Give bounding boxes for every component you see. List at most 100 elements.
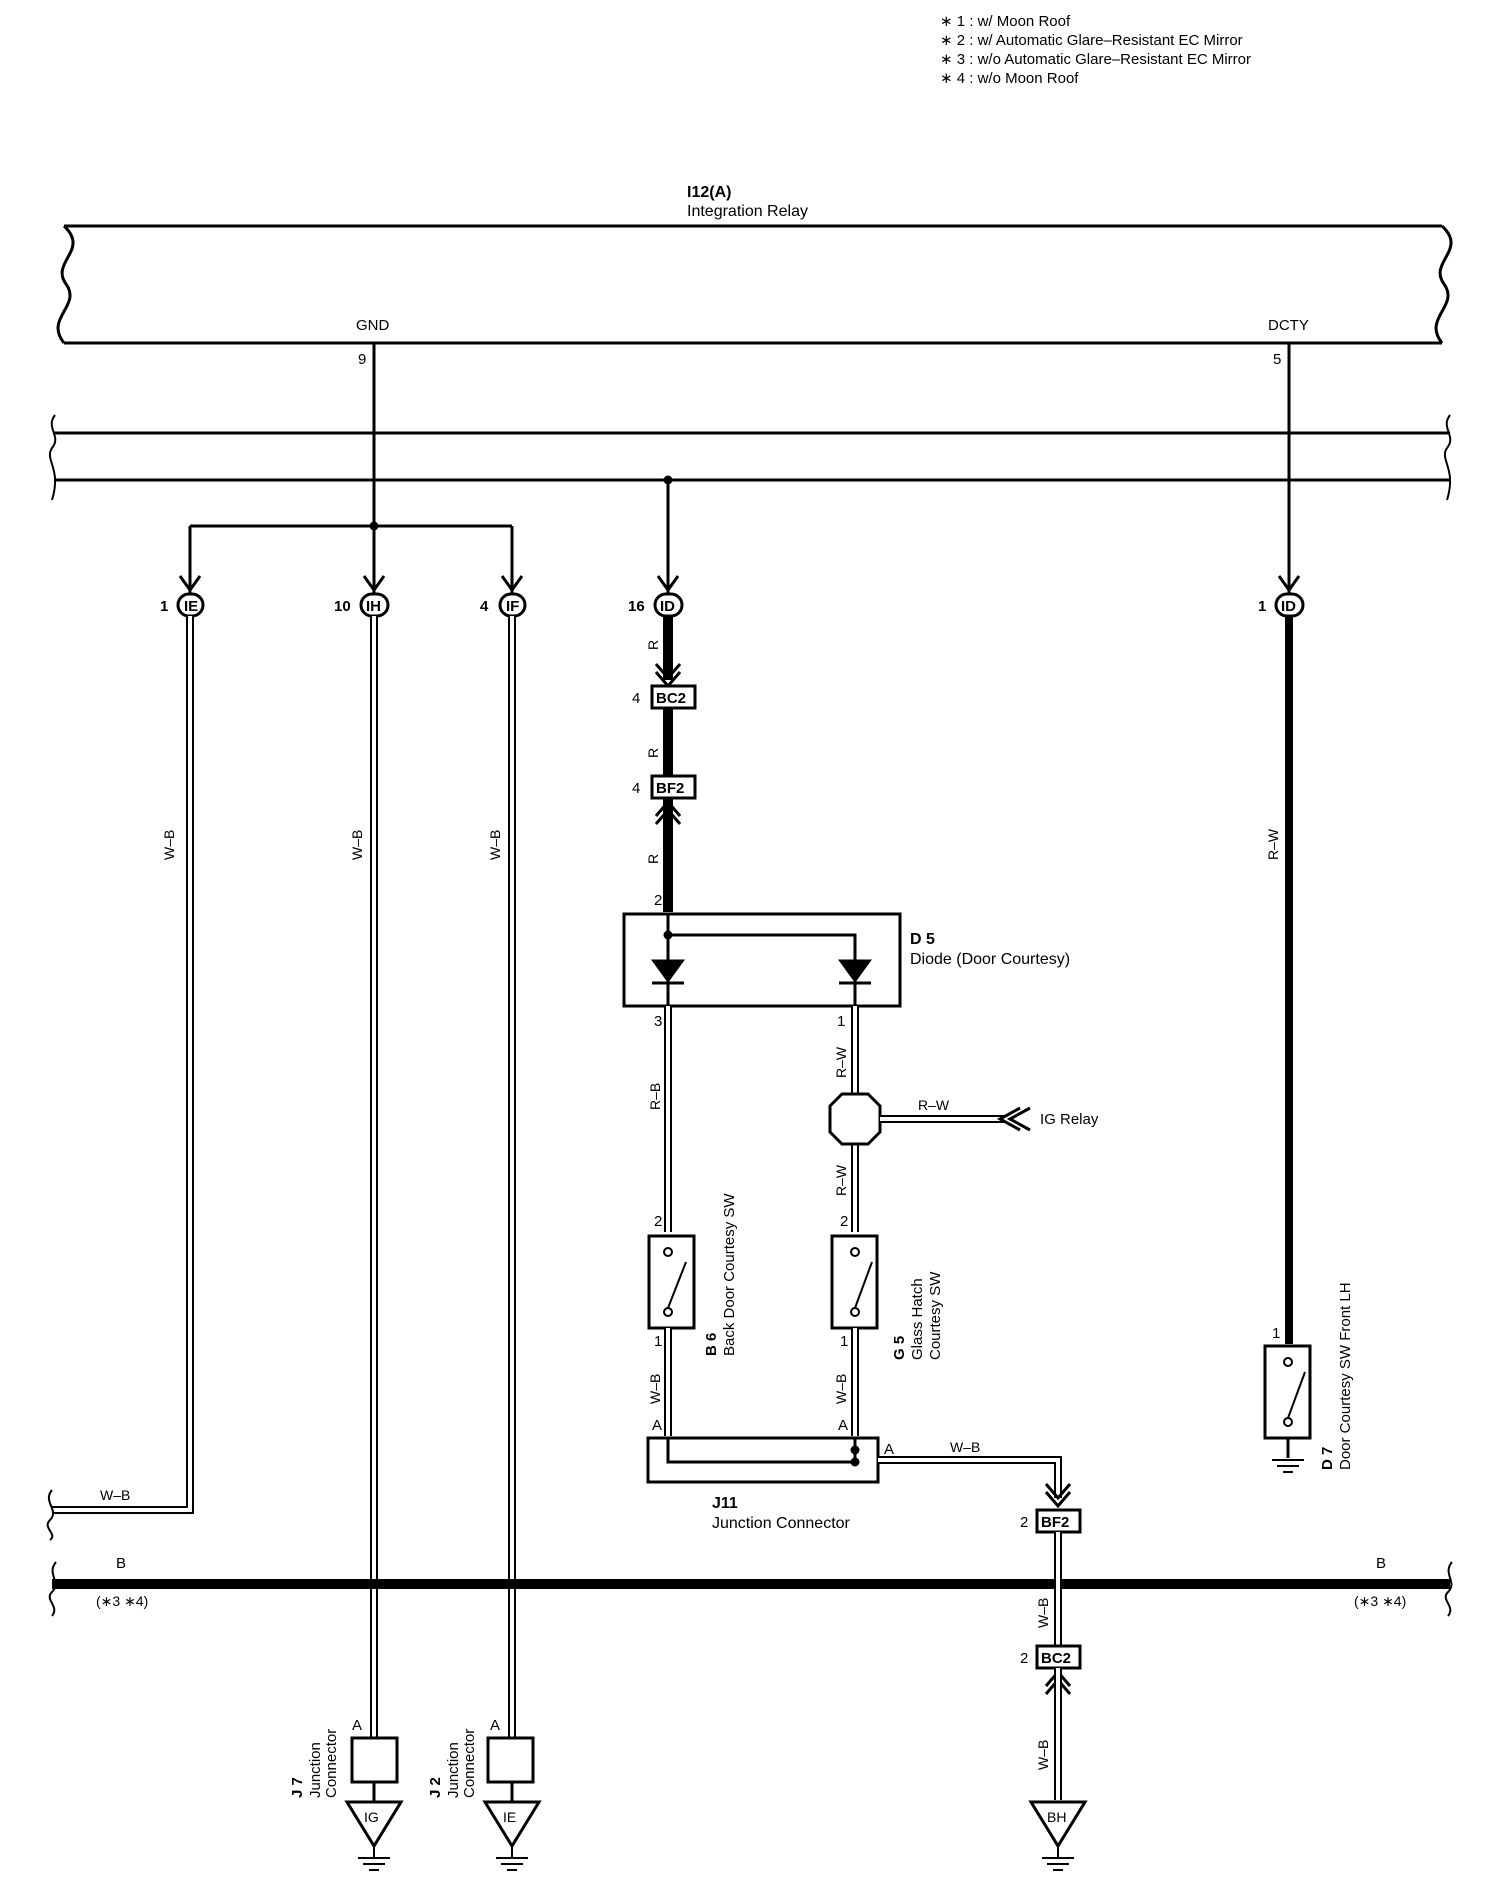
bh-wire-chain: W–B BF2 2 W–B BC2 2 W–B [878,1439,1082,1800]
connector-id1-code: ID [1281,598,1296,615]
diode-pin-b: 1 [837,1013,845,1030]
ground-ig-label: IG [364,1809,379,1825]
ground-ig-symbol [358,1846,390,1871]
d7-code: D 7 [1319,1447,1336,1470]
diode-splice-dot [663,930,673,940]
switch-b6: 2 1 B 6 Back Door Courtesy SW [647,1193,738,1356]
wire-ig-color: R–W [918,1097,950,1113]
g5-name-1: Glass Hatch [909,1278,926,1360]
relay-left-break [56,224,75,344]
wire-if-color: W–B [487,830,503,860]
note-4: ∗ 4 : w/o Moon Roof [940,70,1079,87]
diode-left-symbol [651,959,685,983]
d7-pin: 1 [1272,1325,1280,1342]
wire-left-wb-color: W–B [100,1487,130,1503]
diode-d5: 2 D 5 Diode (Door Courtesy) 3 1 [622,892,1070,1030]
d7-contact [1287,1371,1306,1419]
wire-bf2-bc2-color: W–B [1035,1598,1051,1628]
rw-splice-octagon [828,1092,882,1146]
j11-pin-a1: A [652,1417,662,1434]
connector-if-pin: 4 [480,598,489,615]
id16-arrow [656,575,680,593]
b6-code: B 6 [703,1333,720,1356]
relay-pin-dcty-number: 5 [1273,351,1281,368]
diode-pin-in: 2 [654,892,662,909]
switch-g5: 2 1 G 5 Glass Hatch Courtesy SW [830,1213,944,1360]
connector-id1-pin: 1 [1258,598,1266,615]
wire-g5-out-color: W–B [833,1374,849,1404]
ground-bus: B B (∗3 ∗4) (∗3 ∗4) [48,1555,1453,1617]
inline-bc2-bottom-pin: 2 [1020,1650,1028,1667]
wire-b6-out-color: W–B [647,1374,663,1404]
gnd-wiring [188,343,1291,600]
g5-pin-top: 2 [840,1213,848,1230]
ig-relay-label: IG Relay [1040,1111,1099,1128]
j7-box [350,1736,399,1784]
ground-bh-label: BH [1047,1809,1066,1825]
wire-rw2-color: R–W [833,1164,849,1196]
j7-pin: A [352,1717,362,1734]
connector-if-code: IF [506,598,519,615]
if-arrow [500,575,524,593]
id1-arrow [1277,575,1301,593]
jb-right-break [1443,414,1452,501]
connector-ih-code: IH [366,598,381,615]
inline-bf2-bottom-code: BF2 [1041,1514,1069,1531]
inline-bc2-top-pin: 4 [632,690,640,707]
note-3: ∗ 3 : w/o Automatic Glare–Resistant EC M… [940,51,1251,68]
ground-ig-triangle [344,1800,404,1849]
ground-points: IG IE BH [344,1782,1088,1871]
g5-name-2: Courtesy SW [927,1271,944,1360]
diode-right-symbol [838,959,872,983]
j7-code: J 7 [289,1777,306,1798]
inline-bc2-bottom-code: BC2 [1041,1650,1071,1667]
r-wire-chain: BC2 4 BF2 4 R R R [632,616,697,912]
junction-j11: J11 Junction Connector A [646,1436,894,1532]
j2-name-1: Junction [445,1742,462,1798]
relay-right-break [1434,224,1453,344]
g5-pin-bottom: 1 [840,1333,848,1350]
ie-arrow [178,575,202,593]
junction-block-lines [48,414,1452,501]
b6-pin-top: 2 [654,1213,662,1230]
b6-name: Back Door Courtesy SW [721,1193,738,1356]
connector-id16-code: ID [660,598,675,615]
note-1: ∗ 1 : w/ Moon Roof [940,13,1071,30]
diode-pin-a: 3 [654,1013,662,1030]
gnd-splice-dot [369,521,379,531]
j11-pin-a3: A [884,1441,894,1458]
bf2-bottom-arrow [1044,1483,1072,1509]
g5-contact [854,1261,873,1309]
wire-rw1-color: R–W [833,1046,849,1078]
b6-pin-bottom: 1 [654,1333,662,1350]
wire-r3-color: R [645,854,661,864]
id16-splice-dot [663,475,673,485]
wb-harness: W–B W–B W–B W–B [46,616,516,1738]
d7-name: Door Courtesy SW Front LH [1337,1282,1354,1470]
j2-box [486,1736,535,1784]
rb-wire: R–B [647,1006,672,1232]
ground-bh-symbol [1042,1846,1074,1871]
j11-pin-a2: A [838,1417,848,1434]
bus-right-color: B [1376,1555,1386,1572]
diode-code: D 5 [910,931,935,948]
note-2: ∗ 2 : w/ Automatic Glare–Resistant EC Mi… [940,32,1243,49]
wire-j11-out-color: W–B [950,1439,980,1455]
connector-ih-pin: 10 [334,598,351,615]
ig-relay-arrow [996,1106,1031,1132]
ground-ie-symbol [496,1846,528,1871]
ground-ie-triangle [482,1800,542,1849]
bus-left-color: B [116,1555,126,1572]
relay-pin-gnd-name: GND [356,317,390,334]
option-notes: ∗ 1 : w/ Moon Roof ∗ 2 : w/ Automatic Gl… [940,13,1251,87]
connector-id16-pin: 16 [628,598,645,615]
rw-wire: IG Relay R–W R–W R–W [828,1006,1099,1232]
bus-left-break [48,1561,57,1617]
inline-bc2-top-box [650,684,697,710]
wire-dcty-color: R–W [1265,828,1281,860]
bus-right-break [1444,1561,1453,1617]
ground-bh-triangle [1028,1800,1088,1849]
inline-bf2-top-code: BF2 [656,780,684,797]
inline-bf2-bottom-pin: 2 [1020,1514,1028,1531]
